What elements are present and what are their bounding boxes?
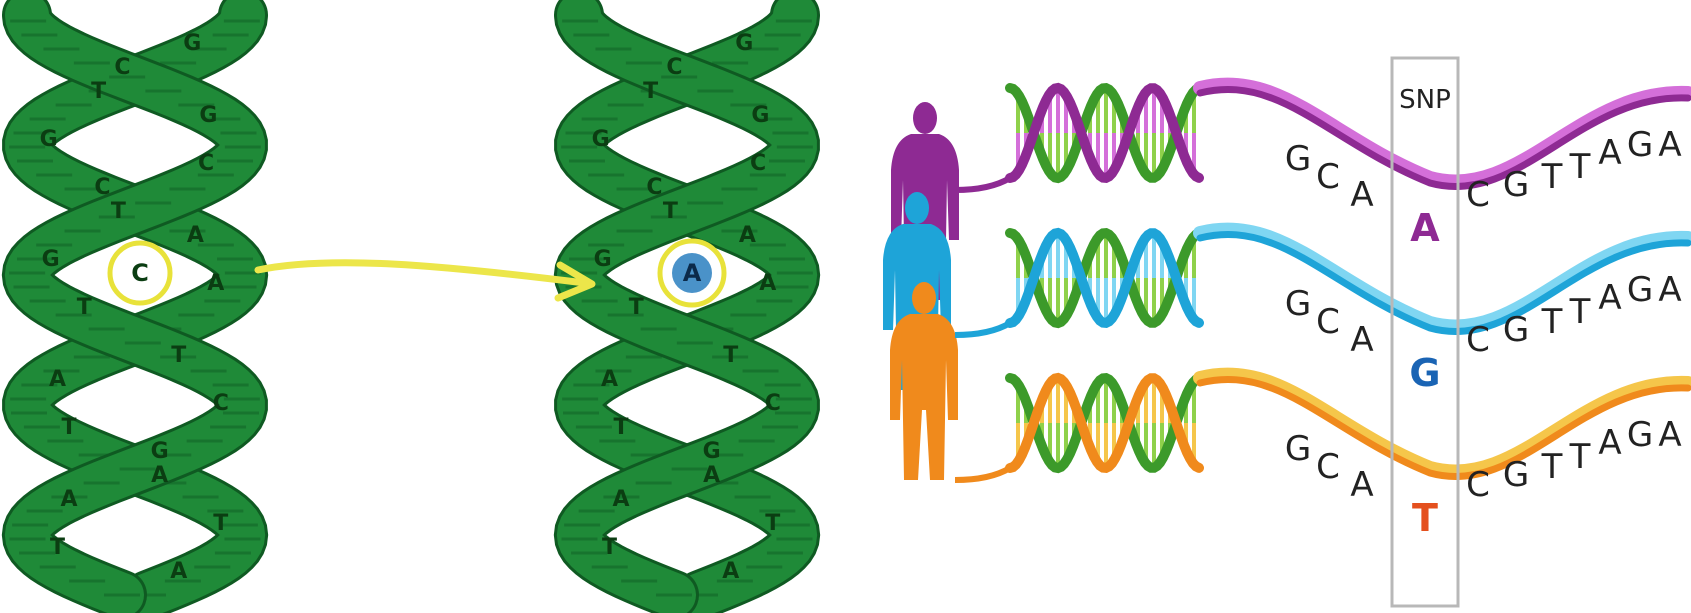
helix-base-letter: T bbox=[171, 343, 186, 368]
sequence-letter: A bbox=[1598, 278, 1621, 318]
sequence-letter: A bbox=[1658, 270, 1681, 310]
helix-base-letter: T bbox=[723, 343, 738, 368]
ribbon-lead bbox=[955, 468, 1010, 480]
helix-base-letter: C bbox=[750, 151, 766, 176]
person-head bbox=[905, 192, 929, 224]
helix-base-letter: T bbox=[643, 79, 658, 104]
sequence-letter: C bbox=[1316, 157, 1340, 197]
helix-base-letter: G bbox=[199, 103, 217, 128]
dna-ribbons bbox=[955, 84, 1688, 480]
helix-base-letter: G bbox=[40, 127, 58, 152]
helix-base-letter: A bbox=[207, 271, 224, 296]
person-head bbox=[912, 282, 936, 314]
helix-base-letter: T bbox=[77, 295, 92, 320]
sequence-letter: T bbox=[1569, 292, 1591, 332]
sequence-letter: A bbox=[1350, 320, 1373, 360]
sequence-letter: T bbox=[1569, 437, 1591, 477]
helix-base-letter: A bbox=[759, 271, 776, 296]
sequence-letter: G bbox=[1285, 284, 1311, 324]
helix-base-letter: T bbox=[91, 79, 106, 104]
sequence-letter: A bbox=[1658, 415, 1681, 455]
helix-base-letter: T bbox=[111, 199, 126, 224]
sequence-letter: C bbox=[1316, 447, 1340, 487]
helix-base-letter: A bbox=[60, 487, 77, 512]
helix-base-letter: G bbox=[703, 439, 721, 464]
helix-base-letter: T bbox=[765, 511, 780, 536]
person-body bbox=[890, 314, 958, 480]
people-silhouettes bbox=[883, 102, 959, 480]
helix-base-letter: A bbox=[612, 487, 629, 512]
sequence-letter: G bbox=[1627, 270, 1653, 310]
helix-base-letter: T bbox=[61, 415, 76, 440]
helix-base-letter: G bbox=[42, 247, 60, 272]
helix-base-letter: G bbox=[751, 103, 769, 128]
sequence-letter: T bbox=[1541, 302, 1563, 342]
snp-base-3: T bbox=[1412, 496, 1438, 540]
helix-base-letter: C bbox=[94, 175, 110, 200]
sequence-letter: C bbox=[1466, 465, 1490, 505]
helix-base-letter: T bbox=[629, 295, 644, 320]
helix-base-letter: A bbox=[151, 463, 168, 488]
helix-base-letter: C bbox=[666, 55, 682, 80]
sequence-letter: A bbox=[1598, 423, 1621, 463]
helix-base-letter: C bbox=[765, 391, 781, 416]
ribbon-lead bbox=[955, 323, 1010, 335]
sequence-letter: A bbox=[1350, 465, 1373, 505]
ribbon-lead bbox=[955, 178, 1010, 190]
helix-base-letter: T bbox=[213, 511, 228, 536]
helix-base-letter: T bbox=[663, 199, 678, 224]
mutation-base-before: C bbox=[131, 259, 149, 287]
sequence-letter: G bbox=[1285, 429, 1311, 469]
sequence-letter: G bbox=[1503, 310, 1529, 350]
snp-label: SNP bbox=[1399, 85, 1451, 115]
helix-base-letter: A bbox=[187, 223, 204, 248]
helix-base-letter: G bbox=[594, 247, 612, 272]
sequence-letter: A bbox=[1598, 133, 1621, 173]
snp-base-1: A bbox=[1410, 206, 1440, 250]
sequence-letter: C bbox=[1466, 175, 1490, 215]
helix-base-letter: A bbox=[49, 367, 66, 392]
sequence-letter: A bbox=[1658, 125, 1681, 165]
helix-base-letter: G bbox=[151, 439, 169, 464]
sequence-letter: C bbox=[1316, 302, 1340, 342]
helix-base-letter: A bbox=[170, 559, 187, 584]
sequence-letter: G bbox=[1503, 455, 1529, 495]
helix-base-letter: A bbox=[601, 367, 618, 392]
mutation-base-after: A bbox=[683, 259, 702, 287]
helix-base-letter: C bbox=[198, 151, 214, 176]
helix-base-letter: C bbox=[114, 55, 130, 80]
sequence-letter: C bbox=[1466, 320, 1490, 360]
helix-base-letter: A bbox=[739, 223, 756, 248]
sequence-letter: G bbox=[1503, 165, 1529, 205]
helix-base-letter: C bbox=[646, 175, 662, 200]
helix-base-letter: G bbox=[183, 31, 201, 56]
sequence-letter: G bbox=[1627, 415, 1653, 455]
sequence-letter: T bbox=[1569, 147, 1591, 187]
helix-base-letter: A bbox=[703, 463, 720, 488]
mutation-arrow bbox=[258, 263, 585, 283]
sequence-letter: A bbox=[1350, 175, 1373, 215]
helix-base-letter: T bbox=[602, 535, 617, 560]
helix-base-letter: A bbox=[722, 559, 739, 584]
sequence-letter: T bbox=[1541, 447, 1563, 487]
sequence-letter: T bbox=[1541, 157, 1563, 197]
helix-base-letter: C bbox=[213, 391, 229, 416]
helix-base-letter: T bbox=[613, 415, 628, 440]
helix-base-letter: G bbox=[735, 31, 753, 56]
snp-base-2: G bbox=[1409, 351, 1440, 395]
helix-base-letter: T bbox=[50, 535, 65, 560]
sequence-letter: G bbox=[1627, 125, 1653, 165]
person-head bbox=[913, 102, 937, 134]
helix-base-letter: G bbox=[592, 127, 610, 152]
sequence-letter: G bbox=[1285, 139, 1311, 179]
